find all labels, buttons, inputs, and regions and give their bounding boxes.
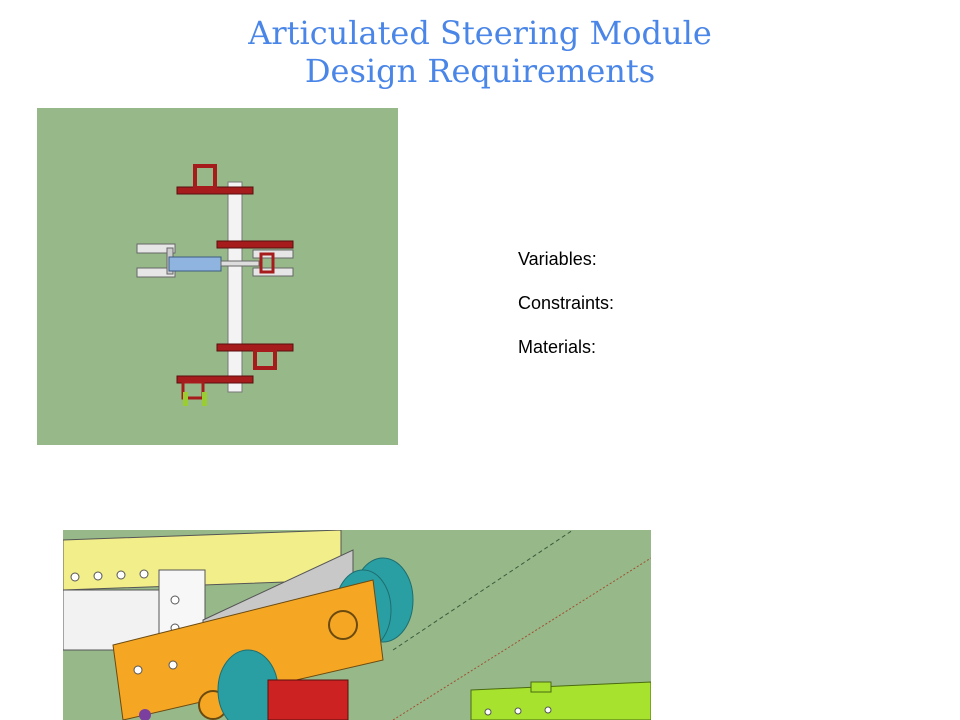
title-line-2: Design Requirements [304,52,656,90]
constraints-label: Constraints: [518,293,615,313]
slide-title: Articulated Steering Module Design Requi… [0,14,960,90]
steering-module-perspective-image [63,530,651,720]
variables-label: Variables: [518,249,597,269]
steering-module-top-view-image [37,108,398,445]
title-line-1: Articulated Steering Module [248,14,712,52]
requirements-list: Variables: Constraints: Materials: [518,248,614,380]
materials-label: Materials: [518,337,597,357]
